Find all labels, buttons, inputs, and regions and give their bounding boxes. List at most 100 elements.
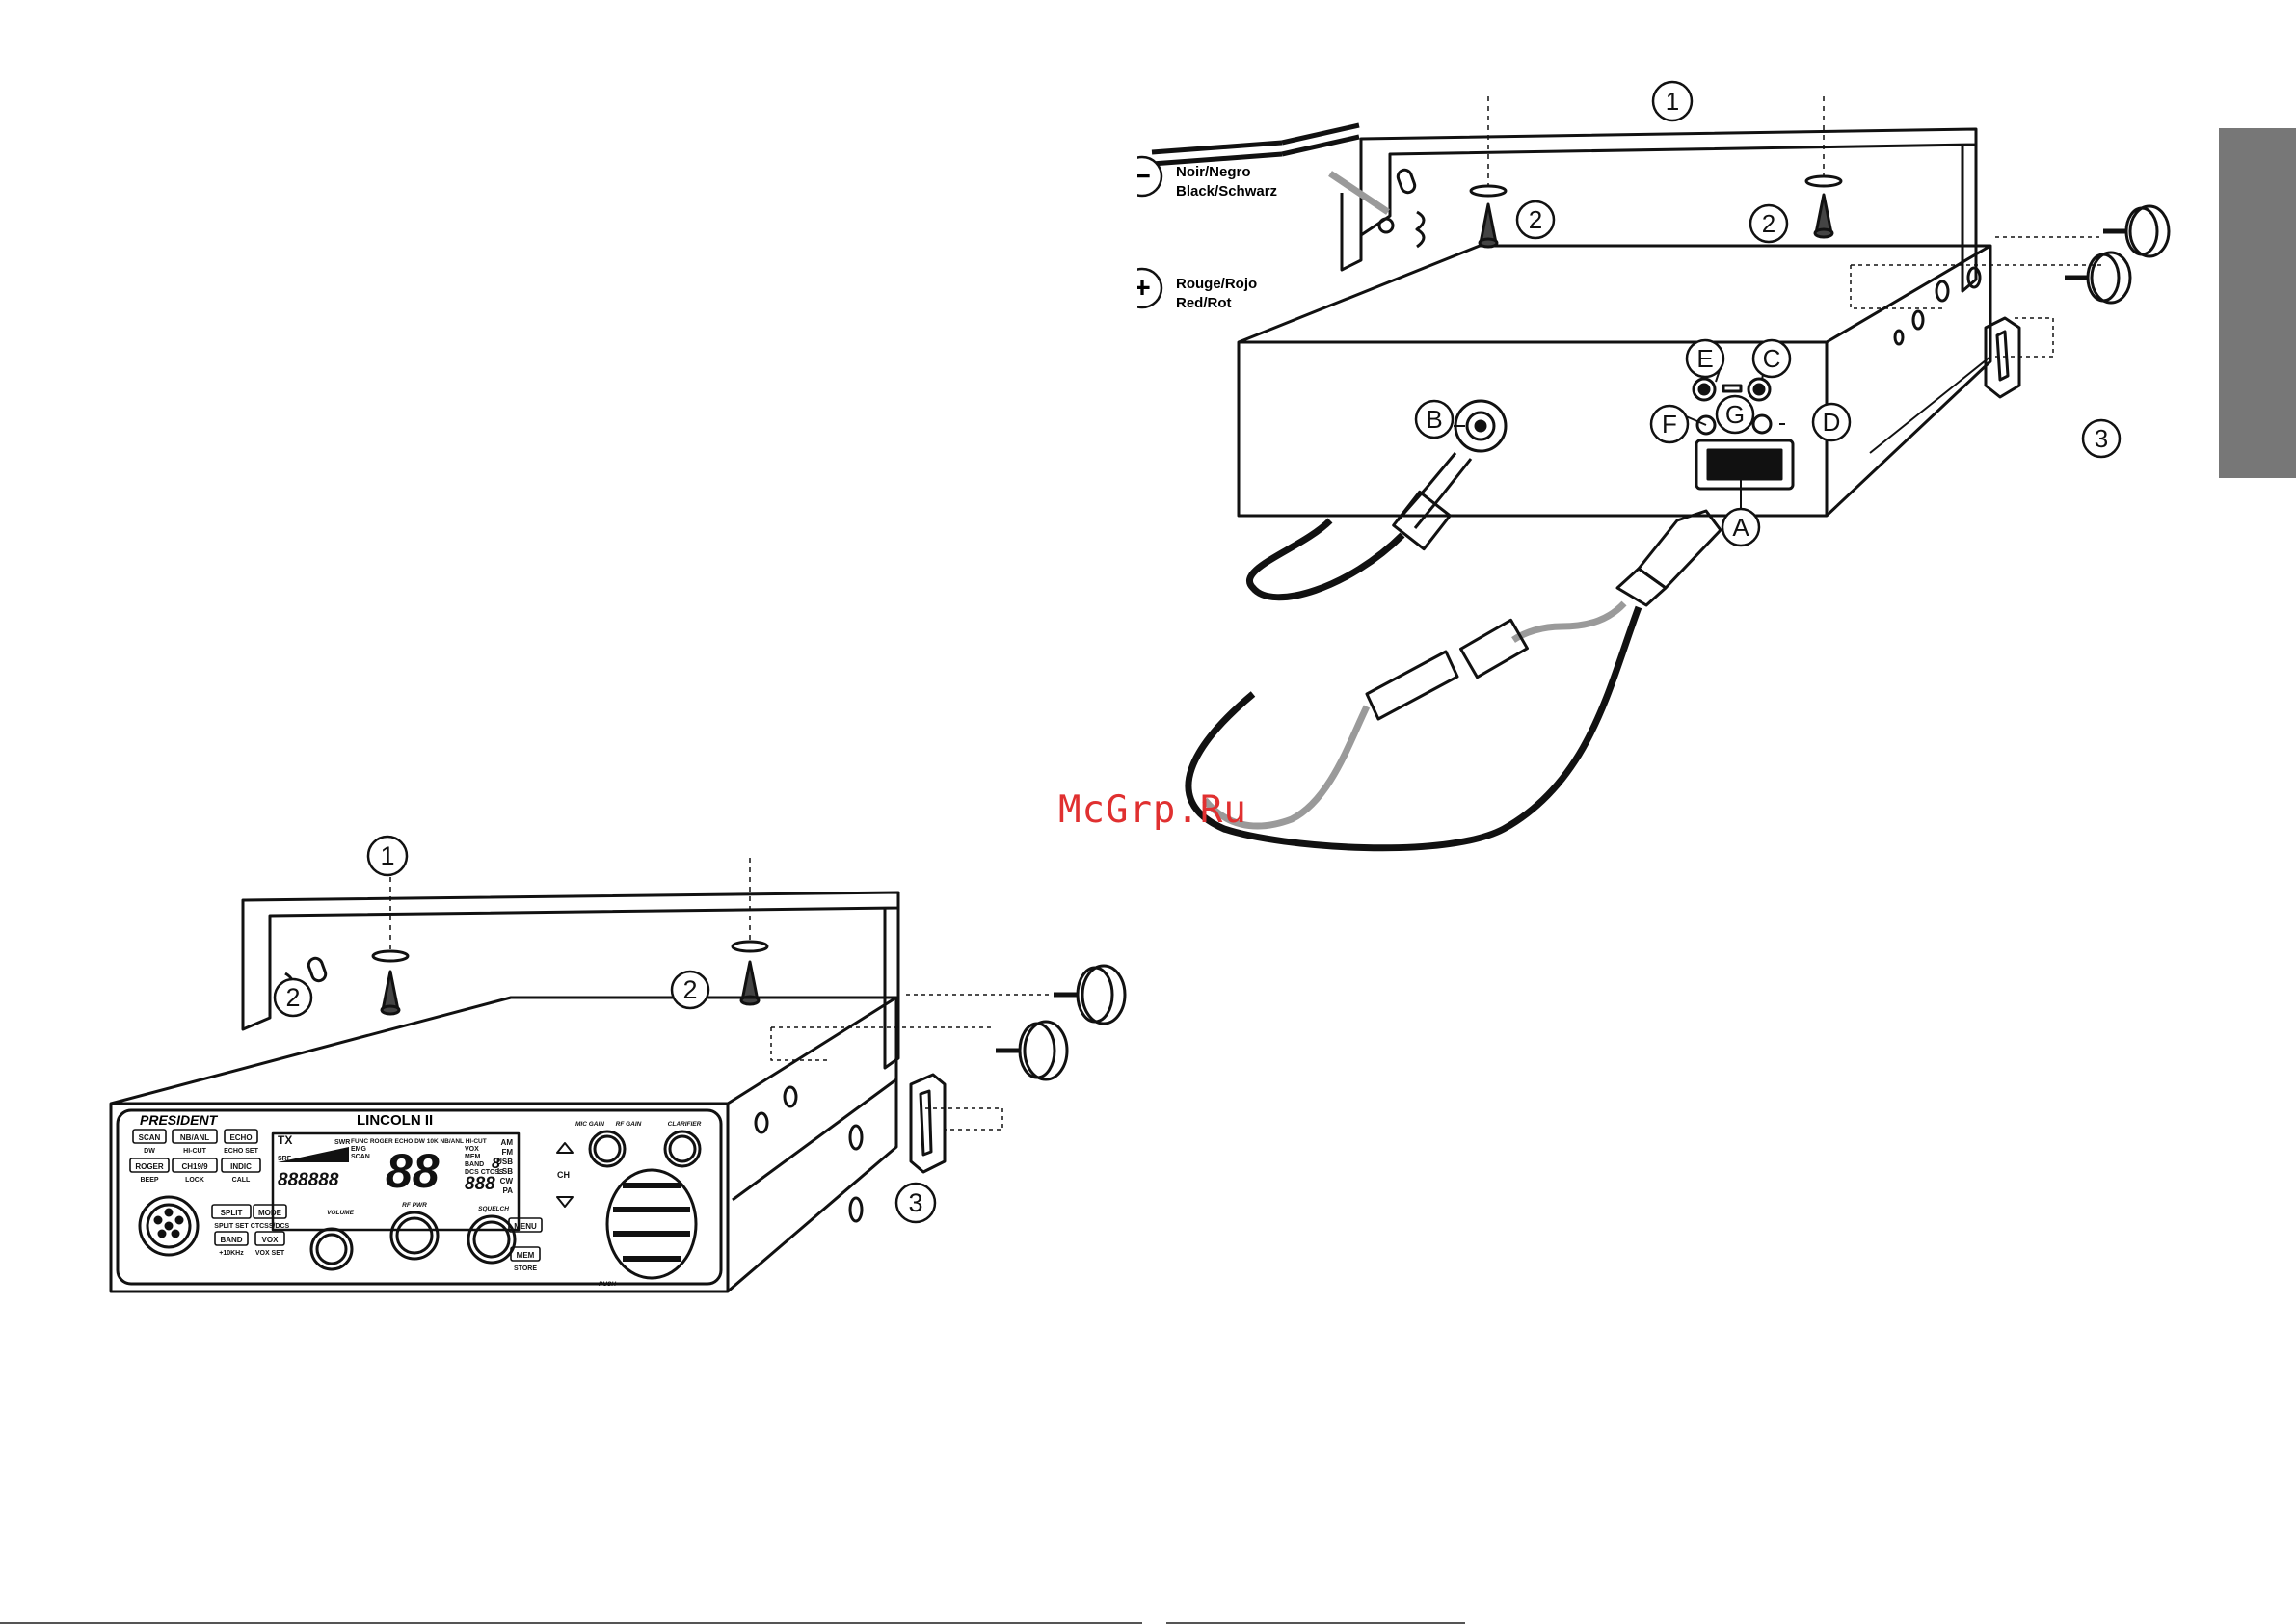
callout-g: G: [1725, 400, 1745, 429]
lcd-vox: VOX: [465, 1146, 479, 1153]
push-label: PUSH: [599, 1281, 616, 1288]
button-label: CH19/9: [181, 1162, 208, 1171]
positive-wire-label-line1: Rouge/Rojo: [1176, 276, 1257, 292]
clarifier-label: CLARIFIER: [668, 1121, 702, 1128]
button-sub-label: DW: [144, 1148, 155, 1155]
mic-gain-knob[interactable]: [588, 1130, 627, 1168]
callout-clip-top: 3: [2095, 424, 2108, 453]
button-vox[interactable]: [254, 1231, 285, 1246]
button-sub-label: VOX SET: [255, 1250, 285, 1257]
lcd-band: BAND: [465, 1161, 484, 1168]
button-sub-label: CALL: [232, 1177, 251, 1184]
button-split[interactable]: [211, 1204, 252, 1219]
channel-selector[interactable]: [605, 1168, 698, 1280]
callout-b: B: [1426, 405, 1442, 434]
brand-logo: PRESIDENT: [140, 1112, 219, 1128]
button-ch19-9[interactable]: [172, 1158, 218, 1173]
button-echo[interactable]: [224, 1129, 258, 1144]
mounting-bracket-front: [241, 891, 900, 1031]
signal-meter: [278, 1147, 349, 1162]
lcd-dcs: DCS CTCSS: [465, 1169, 504, 1176]
callout-d: D: [1823, 408, 1841, 437]
button-label: BAND: [220, 1236, 242, 1244]
button-mem[interactable]: [510, 1246, 541, 1262]
callout-c: C: [1763, 344, 1781, 373]
button-label: MODE: [258, 1209, 282, 1217]
button-label: ROGER: [135, 1162, 164, 1171]
button-label: SPLIT: [221, 1209, 243, 1217]
button-label: MEM: [517, 1251, 535, 1260]
lcd-mode-usb: USB: [496, 1158, 513, 1166]
button-label: SCAN: [139, 1133, 161, 1142]
button-label: ECHO: [229, 1133, 252, 1142]
side-clip: [1984, 316, 2021, 399]
callout-screw-top-left: 2: [1529, 205, 1542, 234]
button-sub-label: CTCSS/DCS: [251, 1223, 290, 1230]
button-label: INDIC: [230, 1162, 252, 1171]
mic-socket: [138, 1195, 200, 1257]
button-sub-label: LOCK: [185, 1177, 204, 1184]
button-mode[interactable]: [253, 1204, 287, 1219]
watermark-text: McGrp.Ru: [1058, 788, 1247, 832]
button-menu[interactable]: [508, 1217, 543, 1233]
volume-knob[interactable]: [309, 1227, 354, 1271]
callout-e: E: [1696, 344, 1713, 373]
lcd-mode-lsb: LSB: [497, 1167, 513, 1176]
lcd-ch-digits: 888: [465, 1174, 495, 1194]
lcd-small-digit: 8: [492, 1156, 500, 1172]
radio-body-rear: [1237, 244, 1992, 518]
callout-screw-top-right: 2: [1762, 209, 1775, 238]
lcd-top-row: FUNC ROGER ECHO DW 10K NB/ANL HI-CUT: [351, 1138, 487, 1145]
negative-wire-label-line2: Black/Schwarz: [1176, 183, 1277, 200]
squelch-label: SQUELCH: [478, 1206, 509, 1212]
lcd-emg: EMG: [351, 1146, 367, 1153]
mic-gain-label: MIC GAIN: [575, 1121, 604, 1128]
button-indic[interactable]: [221, 1158, 261, 1173]
power-socket: [1695, 439, 1795, 491]
lcd-mode-am: AM: [501, 1138, 514, 1147]
front-mounting-diagram: 1 2 2 3 PRESIDENT LINCOLN II SCANDWNB/AN…: [109, 835, 1127, 1293]
button-sub-label: SPLIT SET: [214, 1223, 249, 1230]
positive-symbol: +: [1137, 273, 1151, 305]
clarifier-knob[interactable]: [663, 1130, 702, 1168]
callout-bracket-top: 1: [1666, 87, 1679, 116]
positive-wire-label-line2: Red/Rot: [1176, 295, 1232, 311]
channel-up-button[interactable]: [556, 1142, 574, 1154]
button-label: MENU: [514, 1222, 537, 1231]
rf-gain-label: RF GAIN: [616, 1121, 642, 1128]
squelch-knob[interactable]: [467, 1214, 517, 1265]
footer-rule-left: [0, 1622, 1142, 1624]
button-sub-label: +10KHz: [219, 1250, 244, 1257]
button-label: VOX: [262, 1236, 280, 1244]
lcd-scan: SCAN: [351, 1154, 370, 1160]
button-band[interactable]: [214, 1231, 249, 1246]
lcd-ch: CH: [557, 1170, 570, 1180]
callout-bracket-front: 1: [380, 841, 394, 870]
front-panel: [116, 1108, 723, 1286]
lcd-display: [271, 1131, 521, 1232]
model-name: LINCOLN II: [357, 1112, 433, 1129]
chapter-side-tab: [2219, 128, 2296, 478]
lcd-big-digits: 88: [386, 1144, 440, 1198]
negative-wire-label-line1: Noir/Negro: [1176, 164, 1251, 180]
button-sub-label: STORE: [514, 1265, 537, 1272]
rf-pwr-knob[interactable]: [389, 1211, 440, 1261]
lcd-mode-pa: PA: [502, 1186, 513, 1195]
button-roger[interactable]: [129, 1158, 170, 1173]
radio-body-front: [109, 996, 898, 1293]
callout-screw-front-left: 2: [285, 983, 300, 1012]
volume-label: VOLUME: [327, 1210, 354, 1216]
button-sub-label: BEEP: [140, 1177, 158, 1184]
power-cable-black: [1185, 605, 1642, 852]
lcd-mem: MEM: [465, 1154, 481, 1160]
button-scan[interactable]: [132, 1129, 167, 1144]
negative-symbol: −: [1137, 161, 1151, 193]
callout-f: F: [1662, 410, 1677, 439]
mounting-bracket: [1359, 127, 1978, 237]
lcd-swr: SWR: [334, 1139, 350, 1146]
channel-down-button[interactable]: [556, 1196, 574, 1208]
button-nb-anl[interactable]: [172, 1129, 218, 1144]
lcd-srf: SRF: [278, 1156, 292, 1162]
callout-screw-front-right: 2: [682, 975, 697, 1004]
